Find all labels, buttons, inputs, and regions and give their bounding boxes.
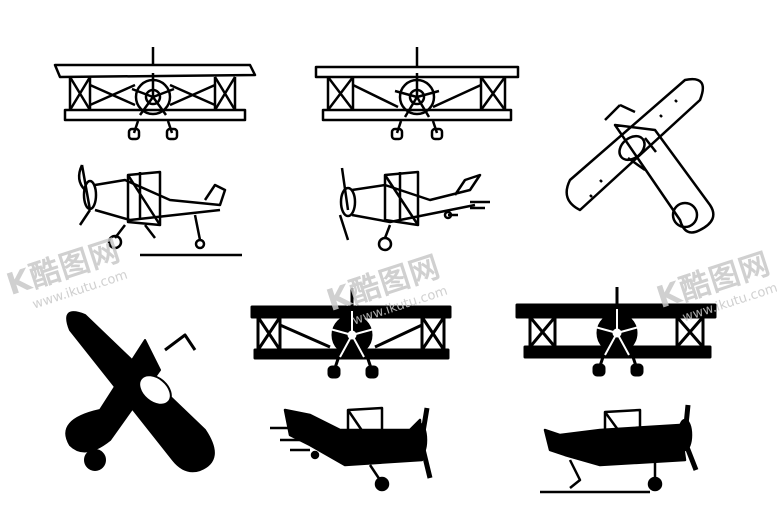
biplane-front-solid-1 xyxy=(250,288,452,379)
biplane-side-outline-flying xyxy=(338,167,490,252)
biplane-front-outline-2 xyxy=(314,47,520,141)
biplane-side-outline-landing xyxy=(77,164,242,257)
biplane-top-outline xyxy=(565,77,715,234)
biplane-side-solid-landing xyxy=(540,404,699,494)
biplane-side-solid-flying xyxy=(270,406,433,492)
biplane-front-solid-2 xyxy=(515,287,717,377)
biplane-front-outline-1 xyxy=(53,47,257,141)
watermark-left: K酷图网 www.ikutu.com xyxy=(0,226,130,318)
biplane-top-solid xyxy=(65,311,215,473)
